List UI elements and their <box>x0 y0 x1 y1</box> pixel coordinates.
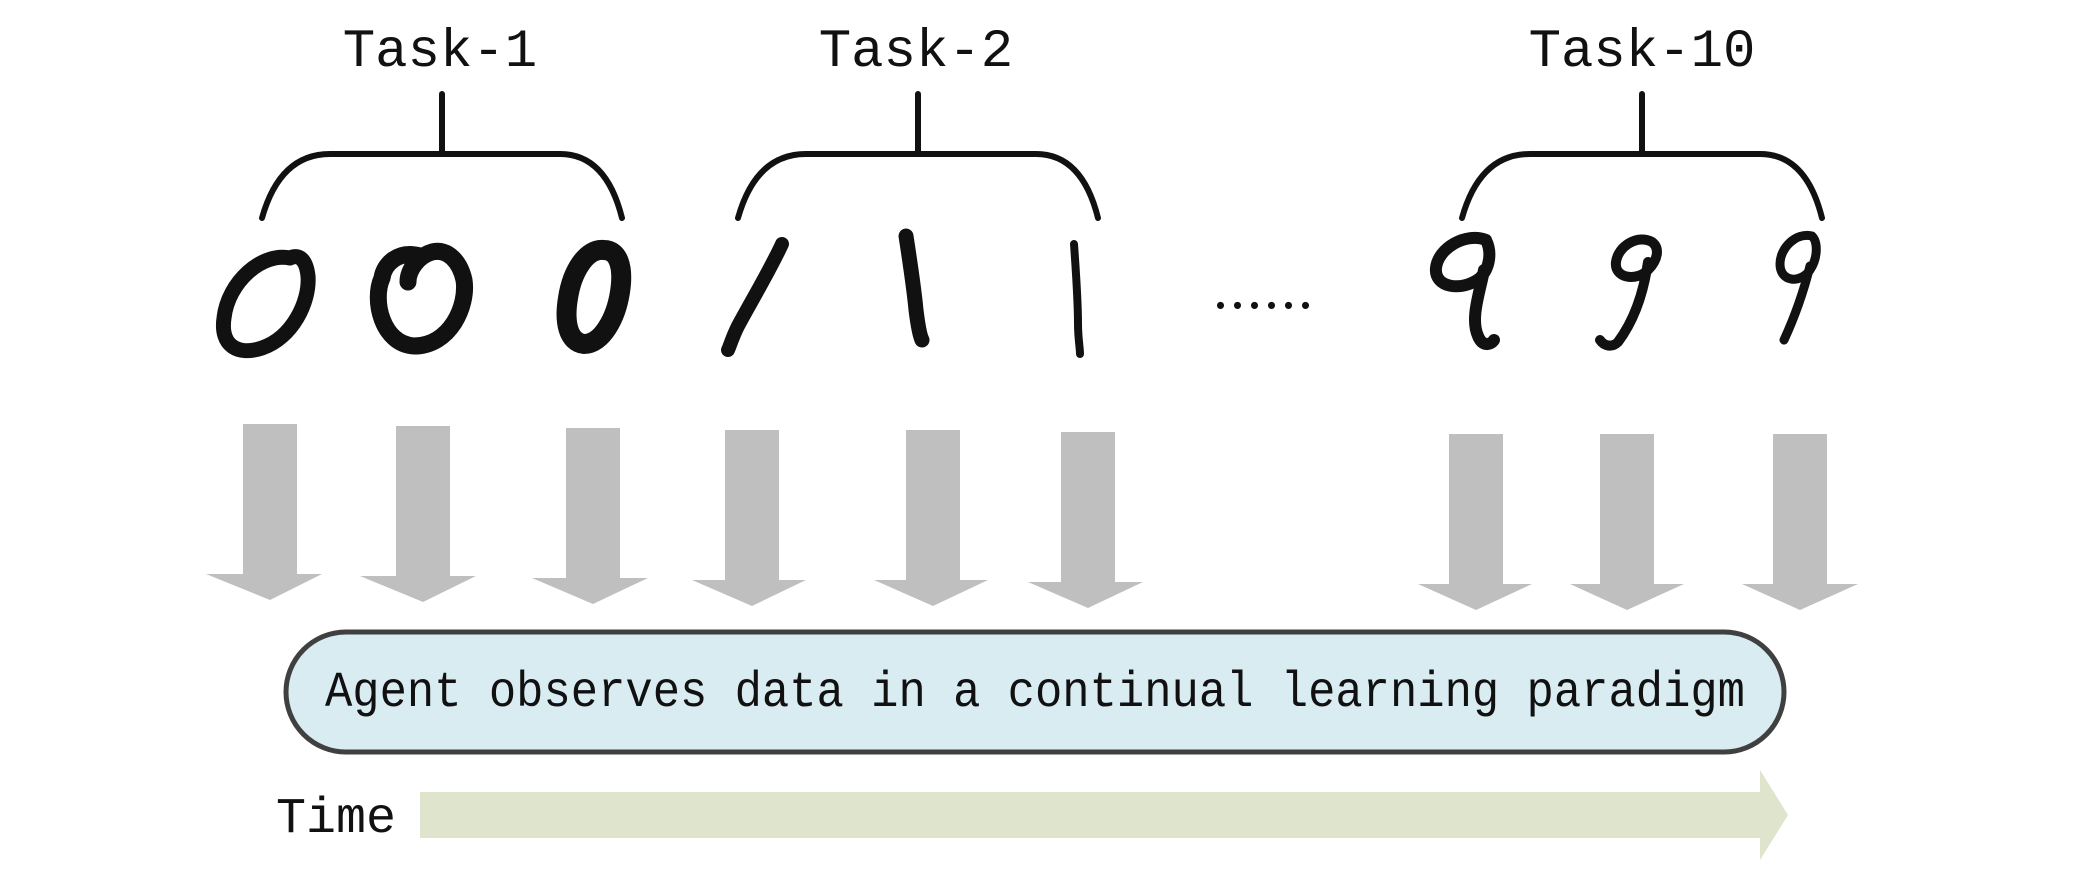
task-bracket-10 <box>1459 91 1825 221</box>
agent-box: Agent observes data in a continual learn… <box>283 629 1787 755</box>
down-arrow-7 <box>1418 434 1532 610</box>
down-arrows <box>206 424 1858 610</box>
task-label-1: Task-1 <box>343 22 537 83</box>
down-arrow-4 <box>692 430 806 606</box>
down-arrow-1 <box>206 424 322 600</box>
down-arrow-5 <box>874 430 988 606</box>
time-arrow <box>420 770 1788 860</box>
digit-image-one-3 <box>1070 240 1084 358</box>
task-group-1: Task-1 <box>259 22 625 221</box>
time-axis: Time <box>276 770 1788 860</box>
agent-box-shape <box>283 629 1787 755</box>
digit-image-nine-2 <box>1595 234 1662 351</box>
digit-image-one-2 <box>898 228 930 348</box>
digit-image-nine-1 <box>1430 232 1500 351</box>
task-bracket-1 <box>259 91 625 221</box>
task-label-10: Task-10 <box>1529 22 1756 83</box>
agent-box-text: Agent observes data in a continual learn… <box>325 665 1745 722</box>
task-group-10: Task-10 <box>1459 22 1825 221</box>
digit-image-nine-3 <box>1775 230 1821 345</box>
digit-image-one-1 <box>721 237 789 357</box>
task-group-2: Task-2 <box>735 22 1101 221</box>
down-arrow-3 <box>532 428 648 604</box>
ellipsis: ...... <box>1213 255 1315 321</box>
down-arrow-2 <box>360 426 476 602</box>
digit-images <box>215 228 1821 359</box>
down-arrow-6 <box>1028 432 1143 608</box>
digit-image-zero-1 <box>215 249 316 359</box>
task-bracket-2 <box>735 91 1101 221</box>
down-arrow-8 <box>1570 434 1684 610</box>
digit-image-zero-2 <box>369 242 474 355</box>
task-label-2: Task-2 <box>819 22 1013 83</box>
time-label: Time <box>276 791 396 848</box>
down-arrow-9 <box>1742 434 1858 610</box>
digit-image-zero-3 <box>556 240 632 354</box>
